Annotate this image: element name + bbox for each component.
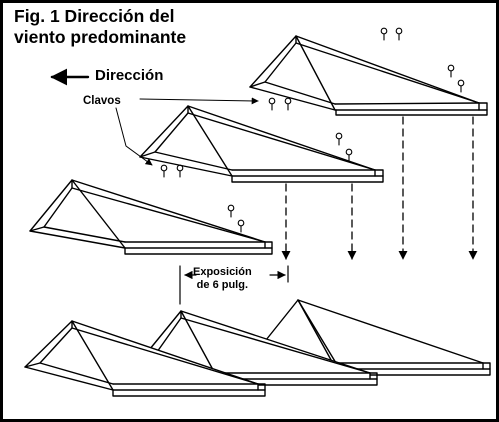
- nails: [160, 27, 465, 233]
- figure-title-line-2: viento predominante: [14, 27, 187, 47]
- shingle-assembled-1: [24, 320, 266, 397]
- exposure-label: Exposición de 6 pulg.: [193, 266, 252, 292]
- shingle-assembled-3: [261, 299, 491, 376]
- direction-label: Dirección: [95, 67, 164, 84]
- shingle-lower: [29, 179, 273, 255]
- nails-leader-lower: [115, 107, 153, 166]
- nails-label: Clavos: [83, 95, 121, 107]
- figure-title: Fig. 1 Dirección del viento predominante: [14, 6, 186, 48]
- drop-arrows: [281, 116, 478, 260]
- shingle-middle: [139, 105, 384, 183]
- shingle-top: [249, 35, 488, 116]
- figure-title-line-1: Fig. 1 Dirección del: [14, 6, 175, 26]
- exposure-dimension: [179, 265, 289, 305]
- nails-leader-upper: [139, 97, 259, 105]
- exposure-label-line-1: Exposición: [193, 266, 252, 278]
- exposure-label-line-2: de 6 pulg.: [196, 279, 249, 291]
